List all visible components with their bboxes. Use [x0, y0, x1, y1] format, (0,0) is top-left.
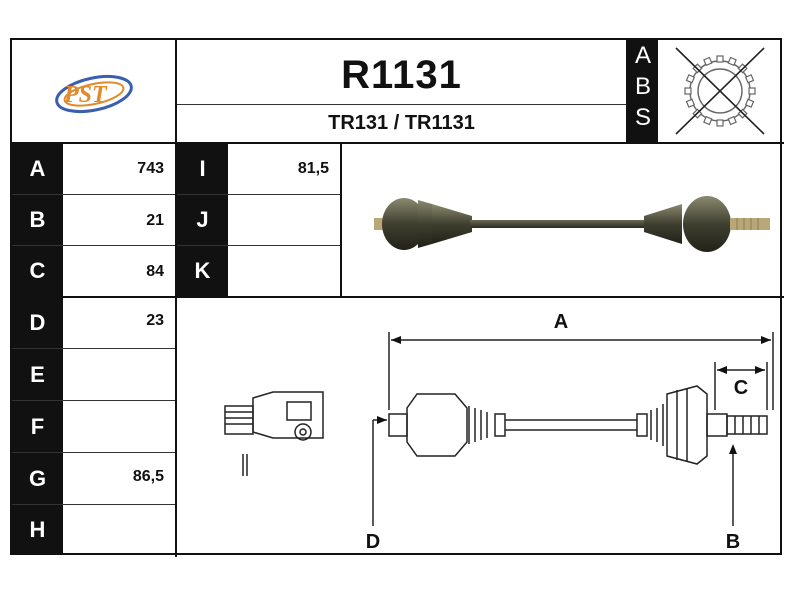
gear-tooth: [716, 55, 724, 63]
gear-tooth: [684, 87, 692, 95]
abs-column: A B S: [628, 40, 658, 142]
abs-letter-b: B: [634, 73, 651, 100]
gear-tooth: [703, 56, 713, 67]
spec-value-g: 86,5: [132, 468, 164, 485]
spec-letter-i: I: [177, 144, 228, 194]
row-divider: [12, 348, 175, 349]
spec-value-b: 21: [146, 212, 164, 229]
abs-letter-s: S: [634, 104, 651, 131]
row-divider: [12, 400, 175, 401]
part-number: R1131: [341, 53, 462, 97]
header-divider: [12, 142, 784, 144]
row-divider: [177, 245, 340, 246]
spec-value-d: 23: [146, 312, 164, 329]
technical-drawing: A C D B: [177, 298, 782, 555]
spec-value-i: 81,5: [297, 160, 329, 177]
dimension-label-d: D: [366, 531, 380, 553]
gear-tooth: [685, 98, 696, 108]
spec-value-a: 743: [137, 160, 164, 177]
row-divider: [12, 452, 175, 453]
mid-table-edge: [340, 142, 342, 296]
gear-tooth: [744, 74, 755, 84]
spec-letter-j: J: [177, 195, 228, 245]
spec-letter-d: D: [12, 298, 63, 348]
cross-reference: TR131 / TR1131: [328, 112, 475, 134]
drive-shaft-photo: [352, 180, 772, 270]
spec-letter-g: G: [12, 453, 63, 504]
title-underline: [177, 104, 626, 105]
left-table-edge: [175, 142, 177, 557]
spec-sheet: PST R1131 TR131 / TR1131 A B S A B C D E: [10, 38, 784, 557]
shaft-outline: [388, 385, 768, 465]
gear-tooth: [716, 119, 724, 127]
spec-letter-b: B: [12, 195, 63, 245]
spec-value-c: 84: [146, 263, 164, 280]
row-divider: [177, 194, 340, 195]
title-divider: [626, 40, 628, 142]
spec-letter-a: A: [12, 144, 63, 194]
gear-tooth: [703, 115, 713, 126]
gear-tooth: [685, 74, 696, 84]
row-divider: [12, 245, 175, 246]
gear-tooth: [744, 98, 755, 108]
spec-letter-e: E: [12, 349, 63, 400]
tripod-joint-detail: [224, 391, 324, 476]
spec-letter-f: F: [12, 401, 63, 452]
dimension-label-c: C: [734, 377, 748, 399]
gear-tooth: [748, 87, 756, 95]
gear-tooth: [727, 56, 737, 67]
spec-letter-k: K: [177, 246, 228, 296]
no-abs-gear-icon: [666, 44, 774, 138]
logo-text: PST: [63, 82, 108, 108]
dimension-label-a: A: [554, 311, 568, 333]
abs-letter-a: A: [634, 42, 651, 69]
row-divider: [12, 504, 175, 505]
pst-logo: PST: [42, 62, 152, 122]
section-divider: [12, 296, 784, 298]
gear-tooth: [727, 115, 737, 126]
spec-letter-c: C: [12, 246, 63, 296]
dimension-label-b: B: [726, 531, 740, 553]
logo-divider: [175, 40, 177, 142]
spec-letter-h: H: [12, 505, 63, 555]
row-divider: [12, 194, 175, 195]
